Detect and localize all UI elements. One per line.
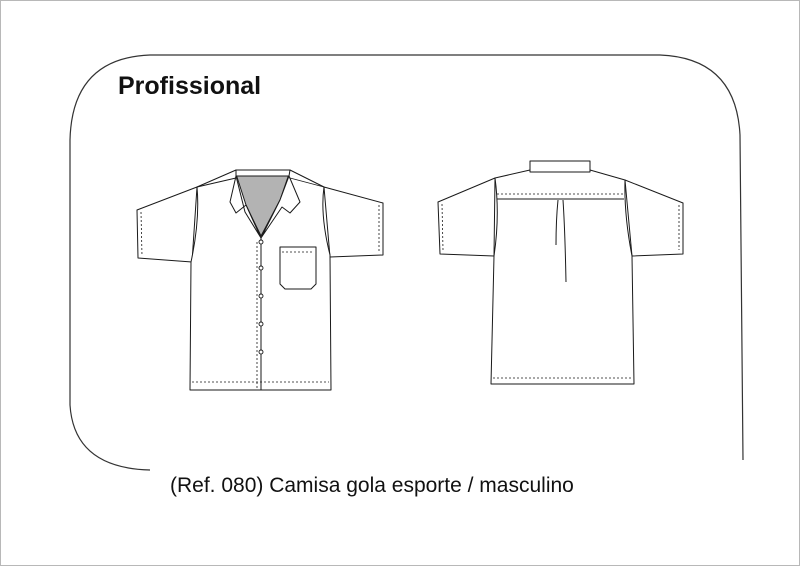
button xyxy=(258,265,264,271)
front-left-sleeve xyxy=(136,186,198,263)
shirt-back-view xyxy=(437,160,684,385)
front-left-sleeve-hem xyxy=(140,211,143,257)
button xyxy=(258,239,264,245)
sheet-title: Profissional xyxy=(118,72,262,100)
button xyxy=(258,321,264,327)
back-left-sleeve xyxy=(437,177,496,257)
chest-pocket xyxy=(279,246,317,290)
back-collar xyxy=(529,160,591,173)
front-buttons xyxy=(258,239,264,355)
button xyxy=(258,293,264,299)
back-right-sleeve xyxy=(624,179,684,257)
back-body xyxy=(490,169,635,385)
front-right-lapel xyxy=(260,175,301,239)
frame-outline xyxy=(69,54,744,471)
sheet-caption: (Ref. 080) Camisa gola esporte / masculi… xyxy=(170,474,574,497)
button xyxy=(258,349,264,355)
shirt-front-view xyxy=(136,169,384,391)
front-right-sleeve xyxy=(323,186,384,258)
back-pleat xyxy=(555,199,559,246)
front-left-lapel xyxy=(229,175,262,239)
collar-band xyxy=(235,169,291,177)
